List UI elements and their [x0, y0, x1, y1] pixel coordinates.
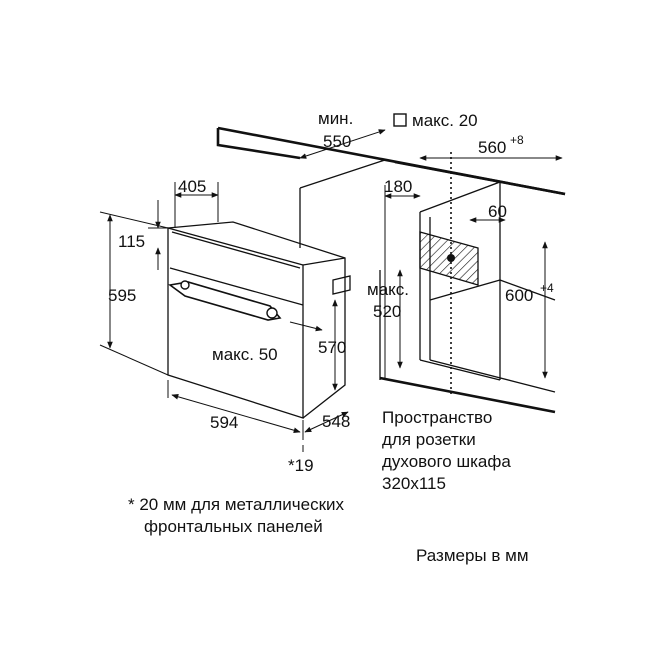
max20-square-icon — [393, 113, 407, 127]
footnote: * 20 мм для металлических фронтальных па… — [128, 494, 344, 538]
dim-548: 548 — [322, 412, 350, 431]
dim-405: 405 — [178, 177, 206, 196]
dim-max50: макс. 50 — [212, 345, 278, 364]
dimension-labels: мин. 550 макс. 20 560 +8 405 180 60 115 … — [108, 109, 554, 475]
dim-max520-label: макс. — [367, 280, 409, 299]
dim-560-tolerance: +8 — [510, 133, 524, 147]
oven-handle — [167, 280, 282, 321]
socket-note-line-4: 320x115 — [382, 474, 446, 493]
oven-body — [167, 221, 351, 419]
footnote-line-2: фронтальных панелей — [144, 517, 323, 536]
dim-570: 570 — [318, 338, 346, 357]
dim-560: 560 — [478, 138, 506, 157]
dim-595: 595 — [108, 286, 136, 305]
dimension-lines — [99, 129, 563, 452]
dim-115: 115 — [118, 232, 145, 251]
min-label: мин. — [318, 109, 353, 128]
cabinet-niche — [216, 126, 566, 414]
dim-594: 594 — [210, 413, 238, 432]
dim-600-tolerance: +4 — [540, 281, 554, 295]
dim-19: *19 — [288, 456, 314, 475]
dim-600: 600 — [505, 286, 533, 305]
dim-max20: макс. 20 — [412, 111, 478, 130]
socket-space-note: Пространство для розетки духового шкафа … — [382, 407, 511, 495]
socket-note-line-3: духового шкафа — [382, 452, 511, 471]
dim-520: 520 — [373, 302, 401, 321]
socket-note-line-1: Пространство — [382, 408, 493, 427]
footnote-line-1: * 20 мм для металлических — [128, 495, 345, 514]
dim-180: 180 — [384, 177, 412, 196]
socket-space — [419, 152, 479, 396]
socket-note-line-2: для розетки — [382, 430, 476, 449]
units-note: Размеры в мм — [416, 546, 529, 565]
dim-550: 550 — [323, 132, 351, 151]
dim-60: 60 — [488, 202, 507, 221]
